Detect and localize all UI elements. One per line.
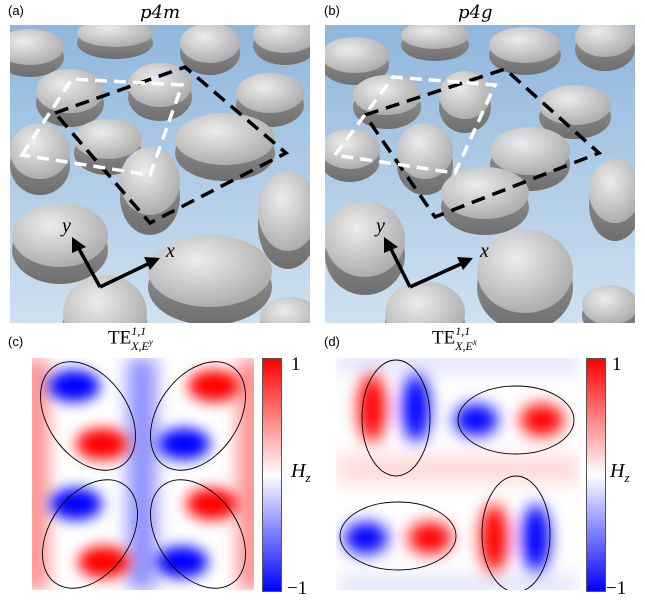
axis-y-label-a: y: [62, 215, 71, 237]
field-map-c: [32, 358, 254, 590]
colorbar-d-max: 1: [612, 354, 622, 375]
panel-b-render: [325, 25, 635, 323]
panel-a-tag: (a): [8, 3, 24, 18]
colorbar-c-var: Hz: [291, 460, 311, 485]
colorbar-c-min: −1: [287, 578, 308, 599]
panel-b-title: p4g: [458, 2, 493, 23]
axis-y-label-b: y: [376, 215, 385, 237]
panel-c-tag: (c): [8, 334, 24, 349]
colorbar-c: [262, 358, 282, 592]
axes-b: [384, 237, 473, 289]
colorbar-d: [586, 358, 606, 592]
panel-a-title: p4m: [140, 2, 181, 23]
panel-b-tag: (b): [324, 3, 340, 18]
axes-a: [72, 237, 160, 289]
colorbar-d-var: Hz: [610, 460, 630, 485]
colorbar-d-min: −1: [606, 578, 627, 599]
axis-x-label-a: x: [166, 240, 175, 262]
unit-cell-white-a: [19, 77, 185, 177]
panel-d-tag: (d): [324, 334, 340, 349]
field-map-d: [336, 358, 580, 590]
axis-x-label-b: x: [480, 240, 489, 262]
colorbar-c-max: 1: [291, 354, 301, 375]
panel-a-render: [10, 25, 310, 323]
unit-cell-white-b: [331, 75, 498, 175]
unit-cell-black-b: [362, 67, 603, 220]
